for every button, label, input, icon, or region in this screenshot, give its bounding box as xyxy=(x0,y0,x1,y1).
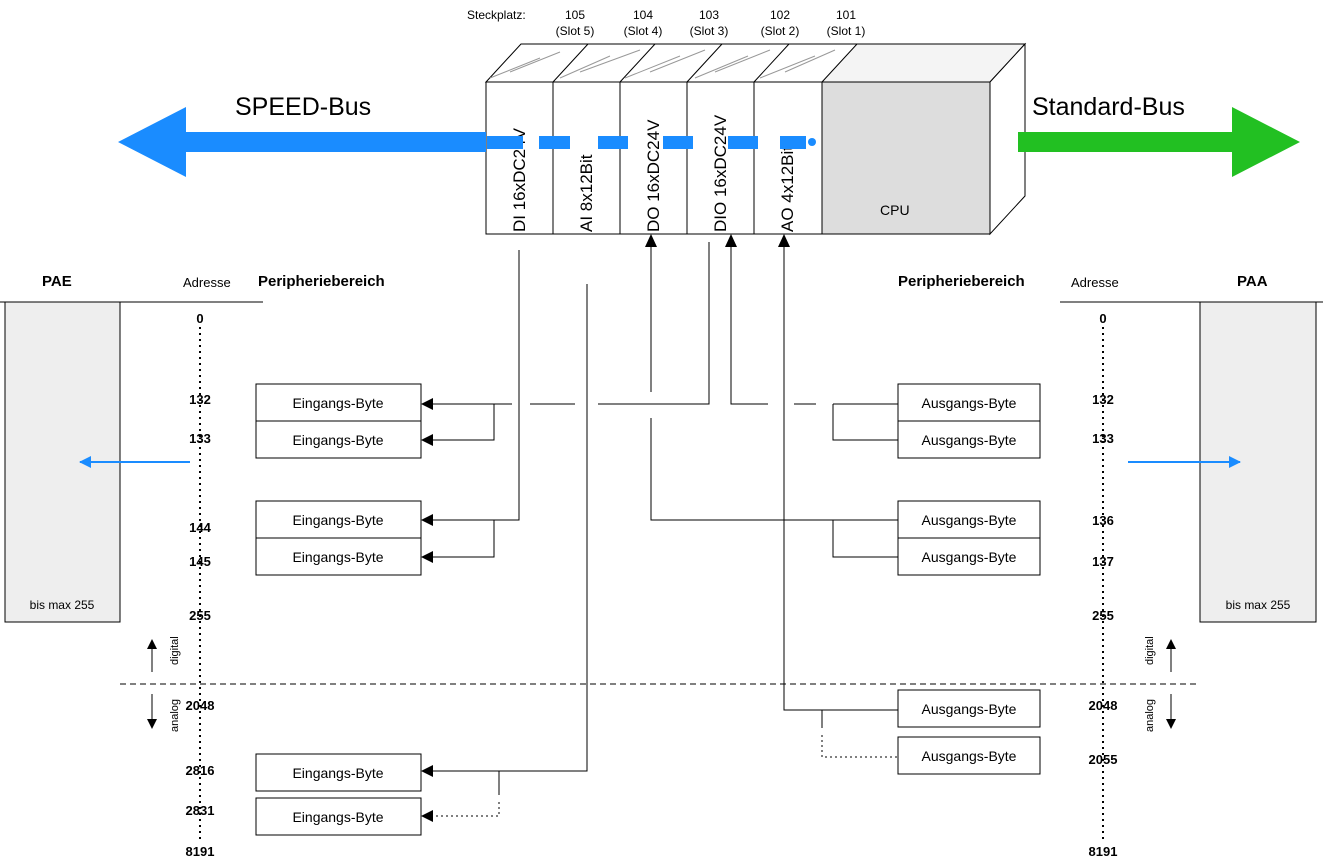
address-label: 132 xyxy=(1092,392,1114,407)
eingangs-byte-label: Eingangs-Byte xyxy=(292,395,383,411)
address-label: 132 xyxy=(189,392,211,407)
slot-number: 102 xyxy=(770,8,790,22)
cpu-label: CPU xyxy=(880,202,910,218)
standard-bus-arrow xyxy=(1018,107,1300,177)
left-analog-label: analog xyxy=(169,699,181,732)
right-area-header: Peripheriebereich xyxy=(898,273,1025,290)
address-label: 133 xyxy=(1092,431,1114,446)
address-label: 8191 xyxy=(1089,844,1118,859)
connection-lines xyxy=(425,238,898,817)
right-address-labels: 0 132 133 136 137 255 2048 2055 8191 xyxy=(1089,311,1118,859)
ausgangs-byte-label: Ausgangs-Byte xyxy=(922,549,1017,565)
address-label: 2831 xyxy=(186,803,215,818)
module-ao-label: AO 4x12Bit xyxy=(778,146,797,232)
eingangs-byte-label: Eingangs-Byte xyxy=(292,432,383,448)
slot-number: 101 xyxy=(836,8,856,22)
speed-bus-arrow xyxy=(118,107,816,177)
slot-name: (Slot 3) xyxy=(690,24,729,38)
address-label: 137 xyxy=(1092,554,1114,569)
eingangs-byte-label: Eingangs-Byte xyxy=(292,765,383,781)
slot-header-label: Steckplatz: xyxy=(467,8,526,22)
left-address-labels: 0 132 133 144 145 255 2048 2816 2831 819… xyxy=(186,311,215,859)
ausgangs-byte-label: Ausgangs-Byte xyxy=(922,512,1017,528)
speed-bus-label: SPEED-Bus xyxy=(235,93,371,121)
eingangs-byte-label: Eingangs-Byte xyxy=(292,512,383,528)
address-label: 133 xyxy=(189,431,211,446)
left-area-header: Peripheriebereich xyxy=(258,273,385,290)
address-label: 2055 xyxy=(1089,752,1118,767)
ausgangs-byte-boxes: Ausgangs-Byte Ausgangs-Byte Ausgangs-Byt… xyxy=(897,383,1041,775)
pae-note: bis max 255 xyxy=(30,598,95,612)
standard-bus-label: Standard-Bus xyxy=(1032,93,1185,121)
ausgangs-byte-label: Ausgangs-Byte xyxy=(922,395,1017,411)
right-address-header: Adresse xyxy=(1071,275,1119,290)
address-label: 8191 xyxy=(186,844,215,859)
eingangs-byte-label: Eingangs-Byte xyxy=(292,809,383,825)
address-label: 0 xyxy=(196,311,203,326)
eingangs-byte-label: Eingangs-Byte xyxy=(292,549,383,565)
address-label: 2816 xyxy=(186,763,215,778)
right-analog-label: analog xyxy=(1144,699,1156,732)
slot-name: (Slot 1) xyxy=(827,24,866,38)
right-digital-label: digital xyxy=(1144,636,1156,665)
module-ai-label: AI 8x12Bit xyxy=(577,154,596,232)
left-digital-label: digital xyxy=(169,636,181,665)
address-label: 2048 xyxy=(186,698,215,713)
connection-arrowheads xyxy=(421,234,790,822)
left-address-header: Adresse xyxy=(183,275,231,290)
address-label: 136 xyxy=(1092,513,1114,528)
ausgangs-byte-label: Ausgangs-Byte xyxy=(922,432,1017,448)
address-label: 255 xyxy=(1092,608,1114,623)
ausgangs-byte-label: Ausgangs-Byte xyxy=(922,748,1017,764)
address-label: 145 xyxy=(189,554,211,569)
slot-name: (Slot 4) xyxy=(624,24,663,38)
slot-number: 105 xyxy=(565,8,585,22)
address-label: 0 xyxy=(1099,311,1106,326)
address-label: 2048 xyxy=(1089,698,1118,713)
address-label: 255 xyxy=(189,608,211,623)
slot-name: (Slot 2) xyxy=(761,24,800,38)
module-do-label: DO 16xDC24V xyxy=(644,119,663,232)
address-label: 144 xyxy=(189,520,211,535)
module-dio-label: DIO 16xDC24V xyxy=(711,114,730,232)
cpu-module xyxy=(821,81,991,235)
slot-name: (Slot 5) xyxy=(556,24,595,38)
eingangs-byte-boxes: Eingangs-Byte Eingangs-Byte Eingangs-Byt… xyxy=(255,383,422,836)
ausgangs-byte-label: Ausgangs-Byte xyxy=(922,701,1017,717)
slot-number: 104 xyxy=(633,8,653,22)
pae-title: PAE xyxy=(42,273,72,290)
paa-note: bis max 255 xyxy=(1226,598,1291,612)
paa-title: PAA xyxy=(1237,273,1268,290)
module-di-label: DI 16xDC24V xyxy=(510,127,529,232)
slot-number: 103 xyxy=(699,8,719,22)
rack-housing xyxy=(484,42,1027,236)
